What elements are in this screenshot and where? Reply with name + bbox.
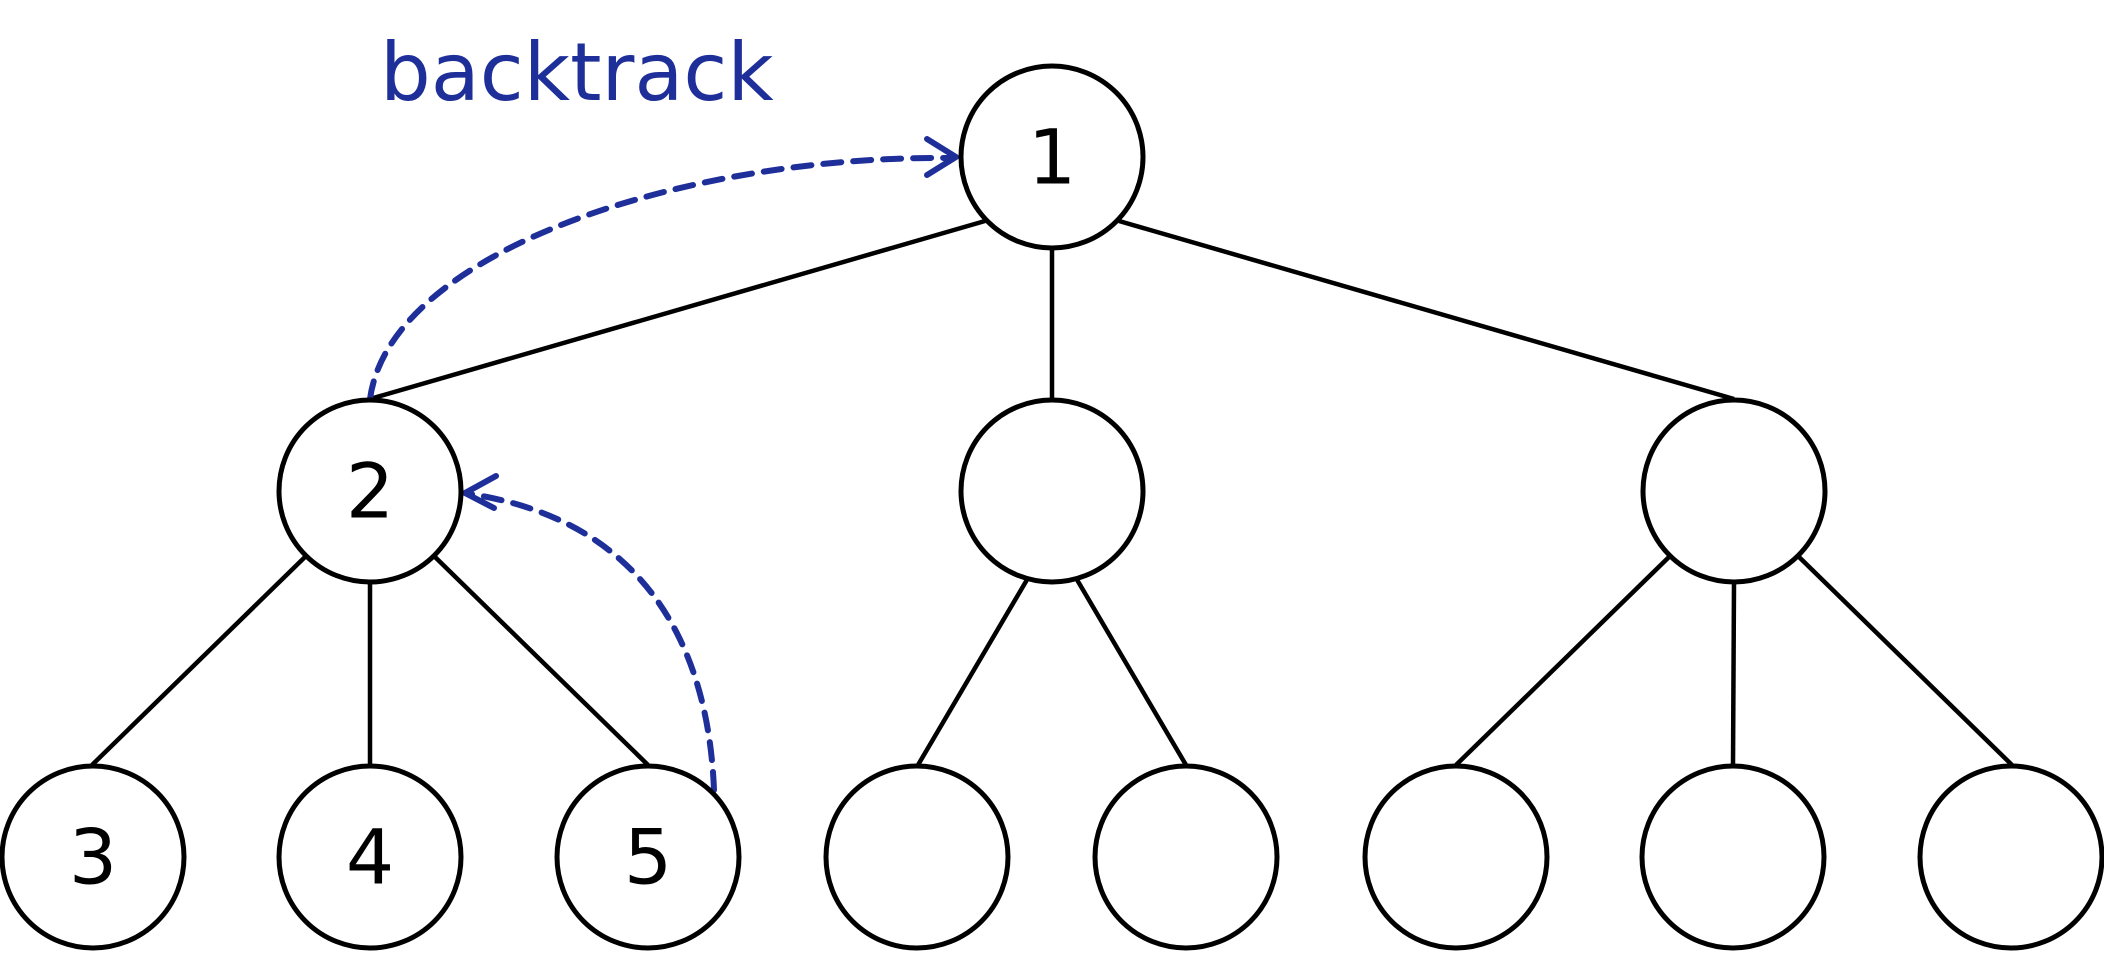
node-leaf-1: 3 (0, 763, 187, 951)
edge-l1-middle-leaf-5 (1074, 576, 1188, 767)
backtrack-arrowhead-leaf-3-to-l1-left (462, 473, 499, 511)
node-root-label: 1 (1028, 113, 1076, 202)
tree-nodes: 1 2 3 4 5 (0, 63, 2104, 951)
edge-l1-right-leaf-7 (1730, 582, 1737, 766)
node-leaf-4 (823, 763, 1011, 951)
backtrack-arrows (367, 136, 959, 793)
backtrack-arrow-l1-left-to-root (367, 154, 953, 402)
edge-l1-right-leaf-8 (1796, 554, 2014, 767)
node-leaf-3: 5 (554, 763, 742, 951)
node-leaf-2: 4 (276, 763, 464, 951)
edge-l1-left-leaf-3 (432, 554, 650, 767)
node-l1-left-label: 2 (346, 447, 394, 536)
edge-root-l1-left (369, 218, 986, 402)
node-leaf-7 (1639, 763, 1827, 951)
node-l1-middle (958, 397, 1146, 585)
node-leaf-2-label: 4 (346, 813, 394, 902)
backtrack-arrowhead-l1-left-to-root (924, 136, 959, 178)
node-leaf-1-label: 3 (69, 813, 117, 902)
backtrack-label: backtrack (380, 26, 774, 119)
edge-root-l1-right (1118, 218, 1735, 402)
edge-l1-left-leaf-1 (90, 554, 308, 767)
node-l1-right (1640, 397, 1828, 585)
node-leaf-6 (1362, 763, 1550, 951)
node-leaf-8 (1917, 763, 2104, 951)
node-l1-left: 2 (276, 397, 464, 585)
backtrack-arrow-leaf-3-to-l1-left (467, 491, 717, 793)
edge-l1-middle-leaf-4 (916, 576, 1030, 767)
node-leaf-3-label: 5 (624, 813, 672, 902)
tree-edges (90, 218, 2014, 767)
node-root: 1 (958, 63, 1146, 251)
node-leaf-5 (1092, 763, 1280, 951)
edge-l1-right-leaf-6 (1454, 554, 1672, 767)
